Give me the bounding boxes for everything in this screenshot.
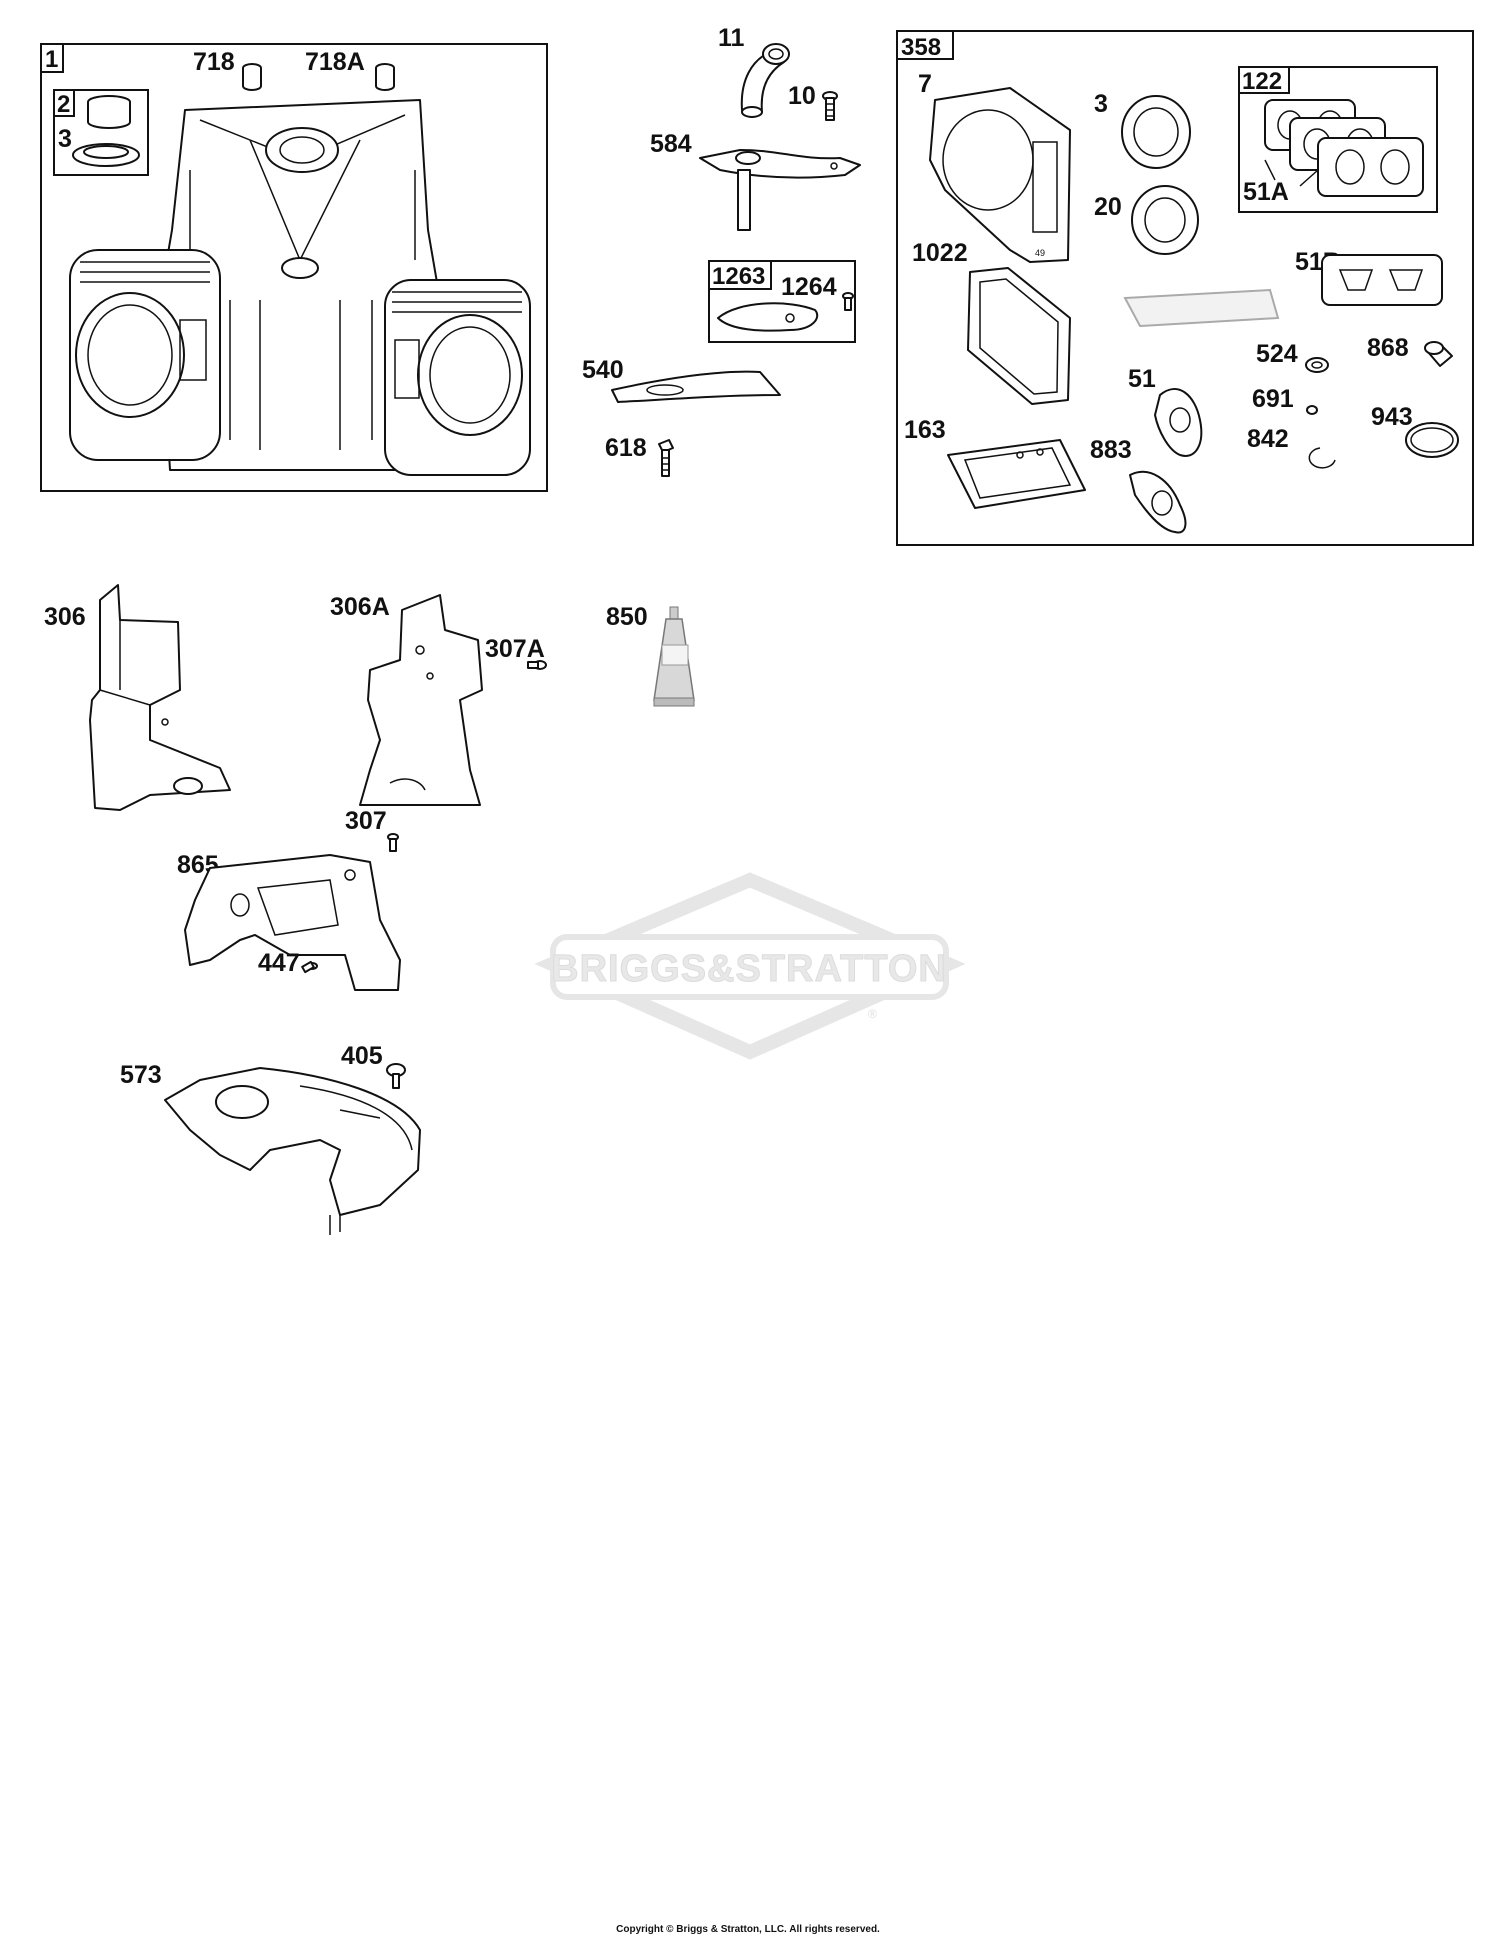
box-label-122: 122 <box>1242 68 1282 95</box>
seal-box-tag <box>53 89 75 117</box>
elbow-tube-part-11 <box>740 43 790 118</box>
oil-seal-part-20 <box>1131 185 1199 255</box>
label-842: 842 <box>1247 425 1289 453</box>
label-306: 306 <box>44 603 86 631</box>
label-868: 868 <box>1367 334 1409 362</box>
gasket-set-group: 358 7 49 3 20 122 <box>896 30 1474 546</box>
label-718: 718 <box>193 48 235 76</box>
box-label-358: 358 <box>901 34 941 61</box>
o-ring-part-943 <box>1405 422 1459 458</box>
cylinder-shield-part-306 <box>89 584 231 811</box>
screw-part-307a <box>527 660 547 670</box>
label-306a: 306A <box>330 593 390 621</box>
cylinder-group: 1 2 3 718 718A <box>40 43 548 492</box>
gasket-set-box-tag <box>896 30 954 60</box>
screw-part-447 <box>301 960 318 974</box>
label-1264: 1264 <box>781 273 837 301</box>
label-51: 51 <box>1128 365 1156 393</box>
oil-seal-part-left <box>72 143 140 167</box>
carb-gasket-box-tag <box>1238 66 1290 94</box>
registered-mark: ® <box>868 1007 877 1021</box>
washer-part-691 <box>1306 405 1318 415</box>
label-1022: 1022 <box>912 239 968 267</box>
baffle-part-865 <box>184 854 401 991</box>
label-51a: 51A <box>1243 178 1289 206</box>
label-540: 540 <box>582 356 624 384</box>
governor-plate-part-584 <box>699 149 861 231</box>
carb-gasket-box-frame <box>1238 66 1438 213</box>
retaining-ring-part-842 <box>1308 447 1336 469</box>
governor-box-frame <box>708 260 856 343</box>
label-7: 7 <box>918 70 932 98</box>
label-943: 943 <box>1371 403 1413 431</box>
dowel-pin-718 <box>242 63 262 91</box>
label-718a: 718A <box>305 48 365 76</box>
watermark-text: BRIGGS&STRATTON <box>551 948 947 990</box>
label-307: 307 <box>345 807 387 835</box>
label-10: 10 <box>788 82 816 110</box>
screw-part-307 <box>387 833 399 852</box>
copyright-text: Copyright © Briggs & Stratton, LLC. All … <box>616 1924 880 1935</box>
plug-part-868 <box>1424 341 1453 367</box>
washer-part-524 <box>1305 357 1329 373</box>
gasket-part-883 <box>1129 470 1187 534</box>
blower-housing-part-573 <box>164 1067 421 1235</box>
middle-parts-group: 11 10 584 1263 1264 <box>582 24 861 477</box>
box-label-1: 1 <box>45 46 58 73</box>
intake-gasket-part-51b <box>1321 254 1443 306</box>
label-584: 584 <box>650 130 692 158</box>
label-524: 524 <box>1256 340 1298 368</box>
carb-gasket-set-part <box>1264 99 1424 197</box>
label-447: 447 <box>258 949 300 977</box>
label-11: 11 <box>718 24 745 52</box>
seal-box-frame <box>53 89 149 176</box>
label-883: 883 <box>1090 436 1132 464</box>
gasket-set-box-frame <box>896 30 1474 546</box>
label-163: 163 <box>904 416 946 444</box>
label-691: 691 <box>1252 385 1294 413</box>
valve-cover-gasket-part-1022 <box>967 267 1071 405</box>
cylinder-shield-part-306a <box>359 594 483 806</box>
box-label-2: 2 <box>57 91 70 118</box>
lever-part-1263 <box>717 302 819 332</box>
bushing-part <box>87 95 131 129</box>
label-3-left: 3 <box>58 125 72 153</box>
label-573: 573 <box>120 1061 162 1089</box>
label-20: 20 <box>1094 193 1122 221</box>
governor-box-tag <box>708 260 772 290</box>
intake-gasket-part-51 <box>1154 388 1203 457</box>
gasket-part-163 <box>947 439 1086 509</box>
svg-text:49: 49 <box>1035 248 1045 258</box>
bolt-part-618 <box>658 439 674 477</box>
sealant-tube-part-850 <box>653 606 695 707</box>
cylinder-box-tag <box>40 43 64 73</box>
breather-gasket-part <box>1123 288 1280 328</box>
screw-part-405 <box>386 1063 406 1089</box>
label-3-right: 3 <box>1094 90 1108 118</box>
lower-parts-group: 306 306A 307A 850 307 <box>44 584 695 1235</box>
head-gasket-part-7: 49 <box>929 87 1071 263</box>
screw-part-10 <box>822 91 838 121</box>
label-405: 405 <box>341 1042 383 1070</box>
screw-part-1264 <box>842 292 854 311</box>
label-850: 850 <box>606 603 648 631</box>
cylinder-box-frame <box>40 43 548 492</box>
briggs-stratton-watermark: BRIGGS&STRATTON ® <box>534 872 966 1060</box>
label-618: 618 <box>605 434 647 462</box>
oil-seal-part-right <box>1121 95 1191 169</box>
cylinder-block-part <box>69 99 531 476</box>
dowel-pin-718a <box>375 63 395 91</box>
box-label-1263: 1263 <box>712 263 765 290</box>
label-307a: 307A <box>485 635 545 663</box>
shield-part-540 <box>611 370 781 403</box>
